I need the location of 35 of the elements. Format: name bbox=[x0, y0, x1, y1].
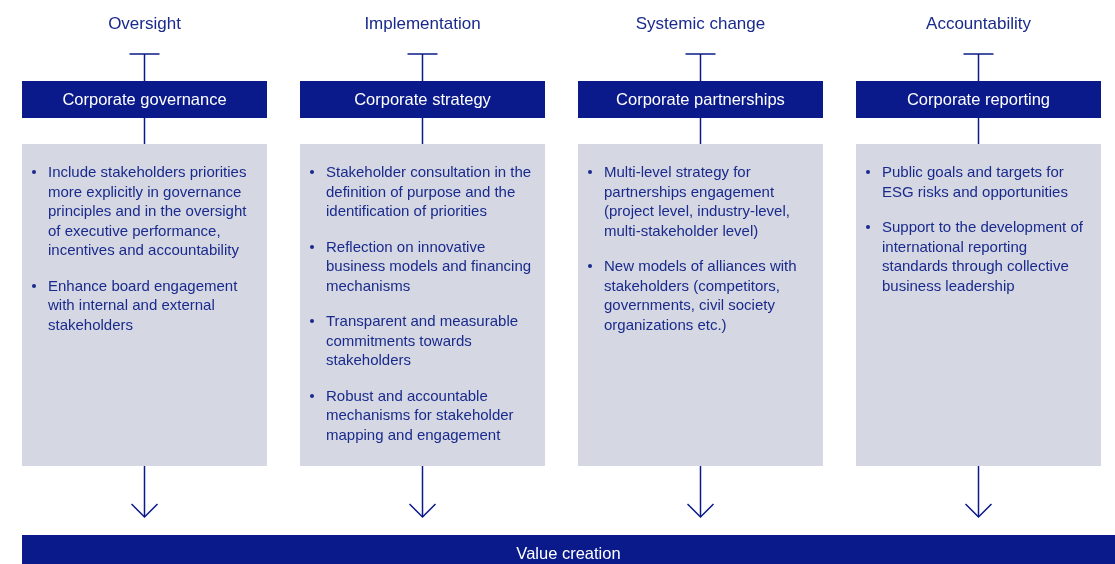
arrow bbox=[130, 465, 159, 518]
column-title: Implementation bbox=[300, 14, 545, 36]
column-title: Accountability bbox=[856, 14, 1101, 36]
bullet-panel bbox=[856, 144, 1101, 466]
bullet-panel bbox=[578, 144, 823, 466]
connector-line bbox=[128, 53, 161, 82]
arrow bbox=[408, 465, 437, 518]
bullet-text: Robust and accountable mechanisms for stakeholder mapping and engagement bbox=[326, 386, 514, 443]
bullet-text: Transparent and measurable commitments towards stakeholders bbox=[326, 312, 519, 368]
connector-line bbox=[699, 117, 702, 145]
bullet-text: Multi-level strategy for partnerships engagement (project level, industry-level, multi-stakeholder level) bbox=[604, 163, 790, 239]
connector-line bbox=[143, 117, 146, 145]
connector-line bbox=[962, 53, 995, 82]
heading-bar: Corporate reporting bbox=[856, 81, 1101, 118]
bullet-panel bbox=[22, 144, 267, 466]
bullet-text: Stakeholder consultation in the definition of purpose and the identification of priorities bbox=[326, 163, 532, 219]
arrow bbox=[964, 465, 993, 518]
column-title: Oversight bbox=[22, 14, 267, 36]
connector-line bbox=[977, 117, 980, 145]
bullet-text: Include stakeholders priorities more explicitly in governance principles and in the oversight of executive performance, incentives and accountability bbox=[48, 163, 247, 258]
value-creation-bar: Value creation bbox=[22, 535, 1115, 564]
connector-line bbox=[421, 117, 424, 145]
bullet-text: Support to the development of international reporting standards through collective business leadership bbox=[882, 218, 1083, 294]
bullet-text: Enhance board engagement with internal and external stakeholders bbox=[48, 276, 238, 333]
bullet-text: New models of alliances with stakeholders (competitors, governments, civil society organizations etc.) bbox=[604, 257, 797, 333]
bullet-text: Public goals and targets for ESG risks and opportunities bbox=[882, 163, 1068, 200]
connector-line bbox=[684, 53, 717, 82]
bullet-panel bbox=[300, 144, 545, 466]
heading-bar: Corporate partnerships bbox=[578, 81, 823, 118]
connector-line bbox=[406, 53, 439, 82]
heading-bar: Corporate strategy bbox=[300, 81, 545, 118]
arrow bbox=[686, 465, 715, 518]
bullet-text: Reflection on innovative business models and financing mechanisms bbox=[326, 237, 532, 294]
column-title: Systemic change bbox=[578, 14, 823, 36]
heading-bar: Corporate governance bbox=[22, 81, 267, 118]
